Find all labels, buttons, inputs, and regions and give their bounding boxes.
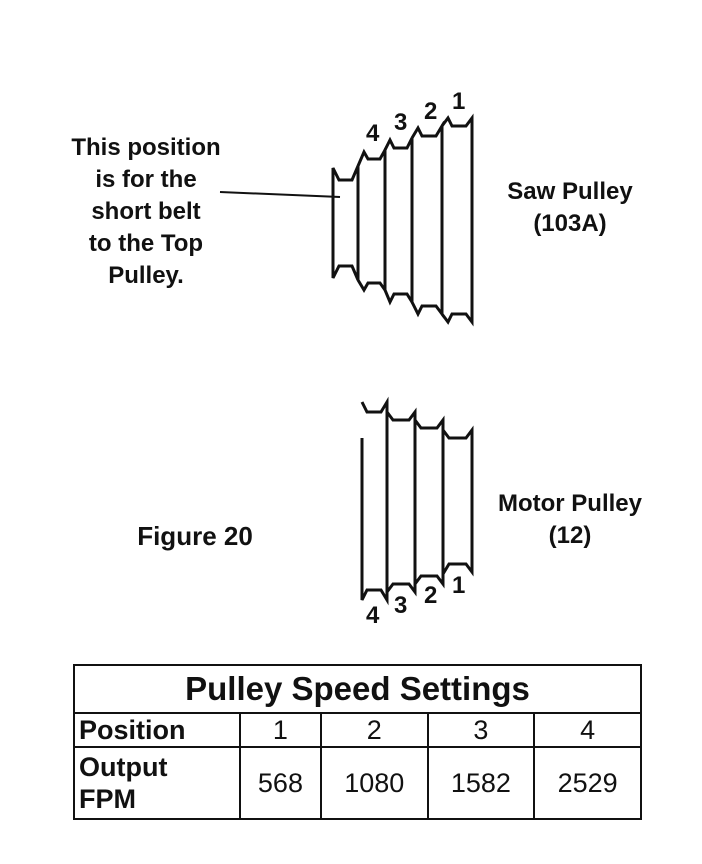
motor-pulley-shape (360, 396, 474, 606)
callout-leader-line (219, 191, 341, 198)
callout-line: short belt (91, 198, 201, 225)
motor-pulley-name: Motor Pulley (497, 490, 642, 517)
saw-groove-extra (331, 165, 360, 281)
position-cell: 1 (239, 712, 322, 748)
saw-pulley-label: Saw Pulley (103A) (490, 176, 650, 240)
saw-groove-3 (383, 136, 414, 308)
table-title: Pulley Speed Settings (73, 664, 642, 714)
motor-groove-3 (385, 407, 417, 597)
output-value: 2529 (533, 746, 642, 820)
position-cell: 2 (319, 712, 429, 748)
output-value: 1080 (319, 746, 429, 820)
saw-position-1: 1 (452, 88, 466, 115)
saw-pulley-name: Saw Pulley (507, 178, 633, 205)
saw-pulley-shape (331, 113, 474, 327)
motor-pulley-label: Motor Pulley (12) (480, 488, 660, 552)
callout-line: Pulley. (108, 262, 184, 289)
output-value: 568 (239, 746, 322, 820)
motor-position-4: 4 (366, 602, 380, 629)
output-header: Output FPM (73, 746, 241, 820)
saw-pulley-part: (103A) (533, 210, 607, 237)
pulley-drawing (219, 113, 474, 606)
saw-position-4: 4 (366, 120, 380, 147)
callout-line: is for the (95, 166, 197, 193)
saw-groove-4 (356, 144, 387, 295)
motor-groove-2 (413, 415, 445, 589)
callout-text: This position is for the short belt to t… (55, 132, 237, 292)
motor-pulley-part: (12) (548, 522, 592, 549)
position-cell: 4 (533, 712, 642, 748)
saw-position-3: 3 (394, 109, 408, 136)
motor-position-3: 3 (394, 592, 408, 619)
saw-groove-1 (440, 113, 474, 327)
motor-position-1: 1 (452, 572, 466, 599)
output-header-line: FPM (79, 784, 136, 814)
table-row-position: Position 1 2 3 4 (73, 712, 642, 748)
position-cell: 3 (426, 712, 536, 748)
figure-label: Figure 20 (137, 521, 253, 551)
output-value: 1582 (426, 746, 536, 820)
motor-groove-4 (360, 396, 389, 606)
motor-groove-1 (441, 425, 474, 577)
table-title-row: Pulley Speed Settings (73, 664, 642, 714)
callout-line: This position (71, 134, 221, 161)
pulley-speed-table: Pulley Speed Settings Position 1 2 3 4 O… (73, 664, 642, 820)
position-header: Position (73, 712, 241, 748)
table-row-output: Output FPM 568 1080 1582 2529 (73, 746, 642, 820)
output-header-line: Output (79, 752, 168, 782)
callout-line: to the Top (88, 230, 204, 257)
saw-position-2: 2 (424, 98, 438, 125)
motor-position-2: 2 (424, 582, 438, 609)
saw-groove-2 (410, 120, 444, 319)
